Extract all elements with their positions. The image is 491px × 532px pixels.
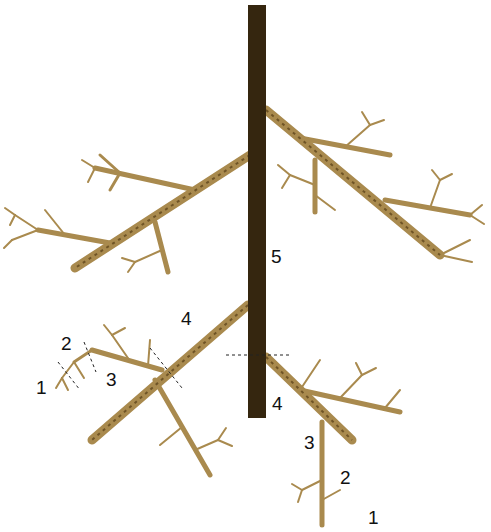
callout-number: 1 (36, 378, 47, 397)
callout-number: 3 (304, 433, 315, 452)
callout-number: 3 (106, 370, 117, 389)
callout-number: 1 (368, 508, 379, 527)
callout-number: 5 (271, 247, 282, 266)
callout-number: 4 (272, 394, 283, 413)
callout-number: 2 (340, 468, 351, 487)
callout-number: 2 (61, 334, 72, 353)
callout-number: 4 (181, 309, 192, 328)
